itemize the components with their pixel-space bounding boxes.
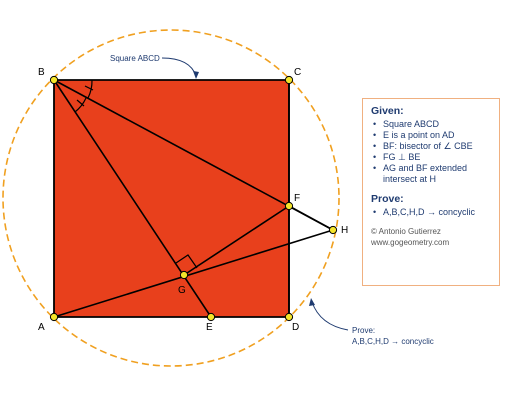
vertex-d (284, 312, 294, 322)
vertex-h (328, 225, 338, 235)
vertex-c (284, 75, 294, 85)
label-f: F (294, 193, 300, 204)
circumcircle (2, 29, 340, 367)
given-prove-panel: Given: Square ABCD E is a point on AD BF… (362, 98, 500, 286)
given-item: E is a point on AD (373, 130, 493, 141)
segment-ah (53, 229, 334, 318)
prove-list: A,B,C,H,D → concyclic (371, 207, 493, 218)
label-g: G (178, 285, 186, 296)
segment-fg (183, 205, 290, 276)
label-d: D (292, 322, 299, 333)
vertex-a (49, 312, 59, 322)
vertex-e (206, 312, 216, 322)
given-item: BF: bisector of ∠ CBE (373, 141, 493, 152)
right-angle-marker (175, 254, 198, 269)
square-callout-arrowhead (193, 71, 199, 79)
label-b: B (38, 67, 45, 78)
prove-callout-arrowhead (309, 298, 315, 306)
prove-callout-line2: A,B,C,H,D → concyclic (352, 337, 434, 346)
square-callout-arrow (161, 57, 197, 77)
angle-tick-2 (76, 99, 85, 107)
square-abcd (53, 79, 290, 318)
label-h: H (341, 225, 348, 236)
prove-item: A,B,C,H,D → concyclic (373, 207, 493, 218)
angle-tick-1 (84, 85, 94, 91)
vertex-g (179, 270, 189, 280)
vertex-b (49, 75, 59, 85)
segment-fh (288, 205, 334, 231)
given-item: FG ⊥ BE (373, 152, 493, 163)
given-item: Square ABCD (373, 119, 493, 130)
credit-author: © Antonio Gutierrez (371, 227, 441, 236)
prove-heading: Prove: (371, 193, 404, 205)
label-c: C (294, 67, 301, 78)
prove-callout-line1: Prove: (352, 326, 375, 335)
given-item: AG and BF extended intersect at H (373, 163, 493, 185)
given-heading: Given: (371, 105, 404, 117)
given-list: Square ABCD E is a point on AD BF: bisec… (371, 119, 493, 185)
vertex-f (284, 201, 294, 211)
label-e: E (206, 322, 213, 333)
label-a: A (38, 322, 45, 333)
angle-arc-fbe (74, 97, 87, 113)
credit-website[interactable]: www.gogeometry.com (371, 238, 450, 247)
square-callout-text: Square ABCD (110, 54, 160, 63)
prove-callout-arrow (311, 301, 349, 331)
